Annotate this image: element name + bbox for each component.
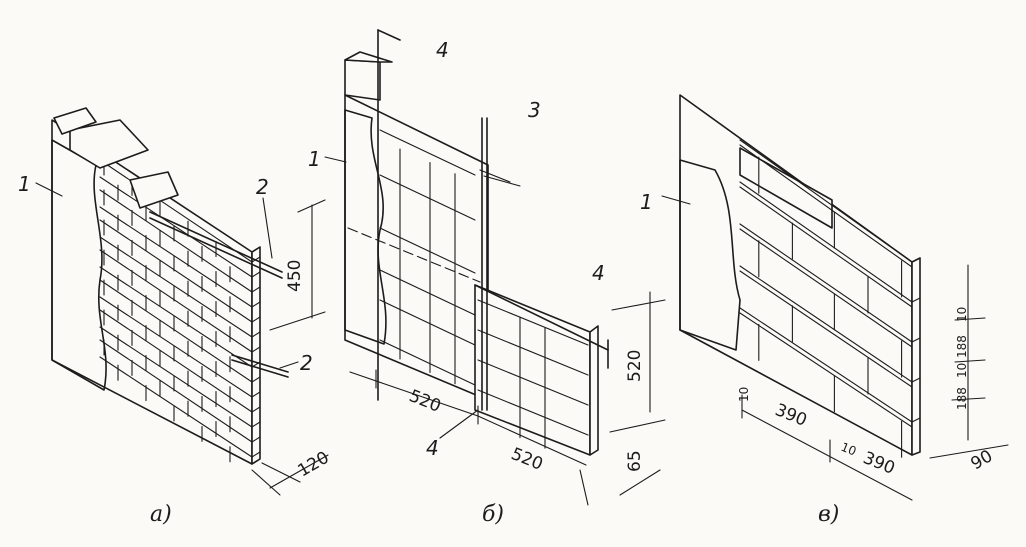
dim-block-left-c: 390 xyxy=(772,400,810,431)
hatch-line xyxy=(99,189,253,293)
hatch-line xyxy=(99,159,253,263)
hatch-line xyxy=(739,144,913,268)
hatch-line xyxy=(251,436,261,443)
hatch-line xyxy=(739,270,913,388)
hatch-line xyxy=(739,181,913,303)
hatch-line xyxy=(99,356,253,458)
panel-a-brick-wall xyxy=(35,107,329,496)
hatch-line xyxy=(477,359,589,406)
dim-block-right-c: 390 xyxy=(860,448,898,479)
hatch-line xyxy=(911,417,921,423)
dim-joint-top-c: 10 xyxy=(955,307,969,322)
hatch-line xyxy=(99,266,253,368)
plaster-layer-c xyxy=(679,159,741,351)
hatch-line xyxy=(251,316,261,323)
hatch-line xyxy=(99,219,253,323)
hatch-line xyxy=(739,307,913,423)
hatch-line xyxy=(911,257,921,263)
dim-row-bottom-c: 188 xyxy=(955,387,969,410)
hatch-line xyxy=(911,297,921,303)
panel-b-panel-wall xyxy=(324,29,666,506)
hatch-line xyxy=(379,299,476,346)
hatch-line xyxy=(379,269,476,316)
panel-c-block-wall xyxy=(661,94,1009,501)
label-rod-bottom-b: 4 xyxy=(426,436,439,460)
hatch-line xyxy=(477,389,589,436)
hatch-line xyxy=(251,331,261,338)
hatch-line xyxy=(739,223,913,343)
dim-joint-mid-c: 10 xyxy=(839,440,858,459)
hatch-line xyxy=(99,326,253,428)
dim-row-top-c: 188 xyxy=(955,335,969,358)
dim-width-left-b: 520 xyxy=(406,386,444,417)
rebar-top-a xyxy=(149,211,283,273)
hatch-line xyxy=(99,236,253,338)
rod-right-b xyxy=(474,284,609,351)
hatch-line xyxy=(739,186,913,308)
label-rod-right-b: 4 xyxy=(592,261,605,285)
label-rebar-top-a: 2 xyxy=(256,175,269,199)
hatch-line xyxy=(739,139,913,263)
hatch-line xyxy=(379,227,476,274)
hatch-line xyxy=(911,377,921,383)
dim-joint-mid-v-c: 10 xyxy=(955,363,969,378)
hatch-line xyxy=(99,176,253,278)
hatch-line xyxy=(739,312,913,428)
label-plaster-b: 1 xyxy=(308,147,321,171)
label-plaster-a: 1 xyxy=(18,172,31,196)
dim-thickness-c: 90 xyxy=(968,446,997,474)
hatch-line xyxy=(739,265,913,383)
hatch-line xyxy=(251,346,261,353)
hatch-line xyxy=(739,228,913,348)
rebar-pair-b xyxy=(479,169,511,183)
hatch-line xyxy=(477,329,589,376)
hatch-line xyxy=(911,337,921,343)
hatch-line xyxy=(251,301,261,308)
dim-joint-left-c: 10 xyxy=(737,387,751,402)
rebar-bottom-a xyxy=(231,354,289,373)
hatch-line xyxy=(99,339,253,443)
hatch-line xyxy=(379,339,476,386)
hatch-line xyxy=(477,299,589,346)
hatch-line xyxy=(99,309,253,413)
caption-a: а) xyxy=(150,502,172,527)
dim-thickness-a: 120 xyxy=(295,448,333,482)
label-plaster-c: 1 xyxy=(640,190,653,214)
hatch-line xyxy=(251,406,261,413)
hatch-line xyxy=(251,286,261,293)
hatch-line xyxy=(379,174,476,221)
label-rebar-pair-b: 3 xyxy=(528,98,541,122)
label-rebar-bottom-a: 2 xyxy=(300,351,313,375)
label-rod-top-b: 4 xyxy=(436,38,449,62)
hatch-line xyxy=(251,271,261,278)
dim-thickness-b: 65 xyxy=(625,450,645,472)
caption-c: в) xyxy=(818,502,839,527)
caption-b: б) xyxy=(482,502,504,527)
plaster-layer-b xyxy=(344,109,387,345)
dim-height-b: 520 xyxy=(625,350,645,382)
dim-width-right-b: 520 xyxy=(508,444,546,475)
hatch-line xyxy=(99,249,253,353)
hatch-line xyxy=(99,206,253,308)
hatch-line xyxy=(99,296,253,398)
hatch-line xyxy=(251,451,261,458)
hatch-line xyxy=(379,129,476,176)
hatch-line xyxy=(251,391,261,398)
hatch-line xyxy=(99,279,253,383)
hatch-line xyxy=(251,421,261,428)
hatch-line xyxy=(251,376,261,383)
dim-height-a: 450 xyxy=(285,260,305,292)
